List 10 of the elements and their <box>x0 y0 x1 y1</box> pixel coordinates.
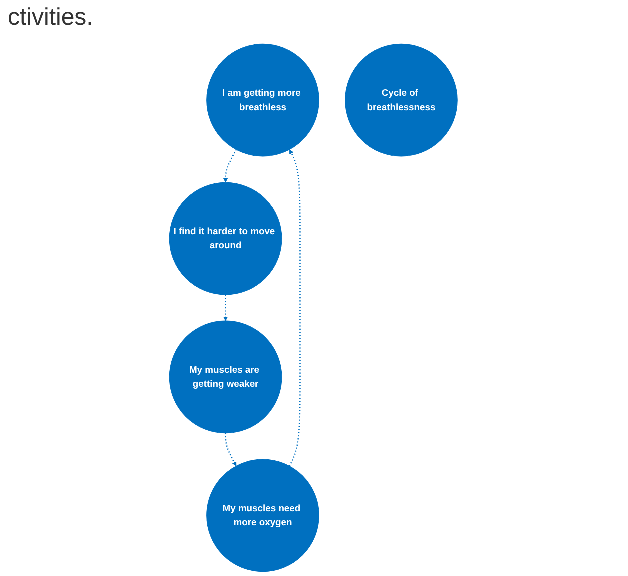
arrow <box>226 433 237 466</box>
node-circle: My muscles are getting weaker <box>170 320 283 434</box>
node-circle: I find it harder to move around <box>170 182 283 296</box>
node-circle: I am getting more breathless <box>206 44 320 157</box>
arrow <box>289 150 302 466</box>
arrow <box>224 150 238 183</box>
note-text: ctivities. <box>8 4 94 32</box>
node-circle: Cycle of breathlessness <box>345 44 458 157</box>
node-circle: My muscles need more oxygen <box>206 459 320 572</box>
arrow <box>224 294 228 322</box>
